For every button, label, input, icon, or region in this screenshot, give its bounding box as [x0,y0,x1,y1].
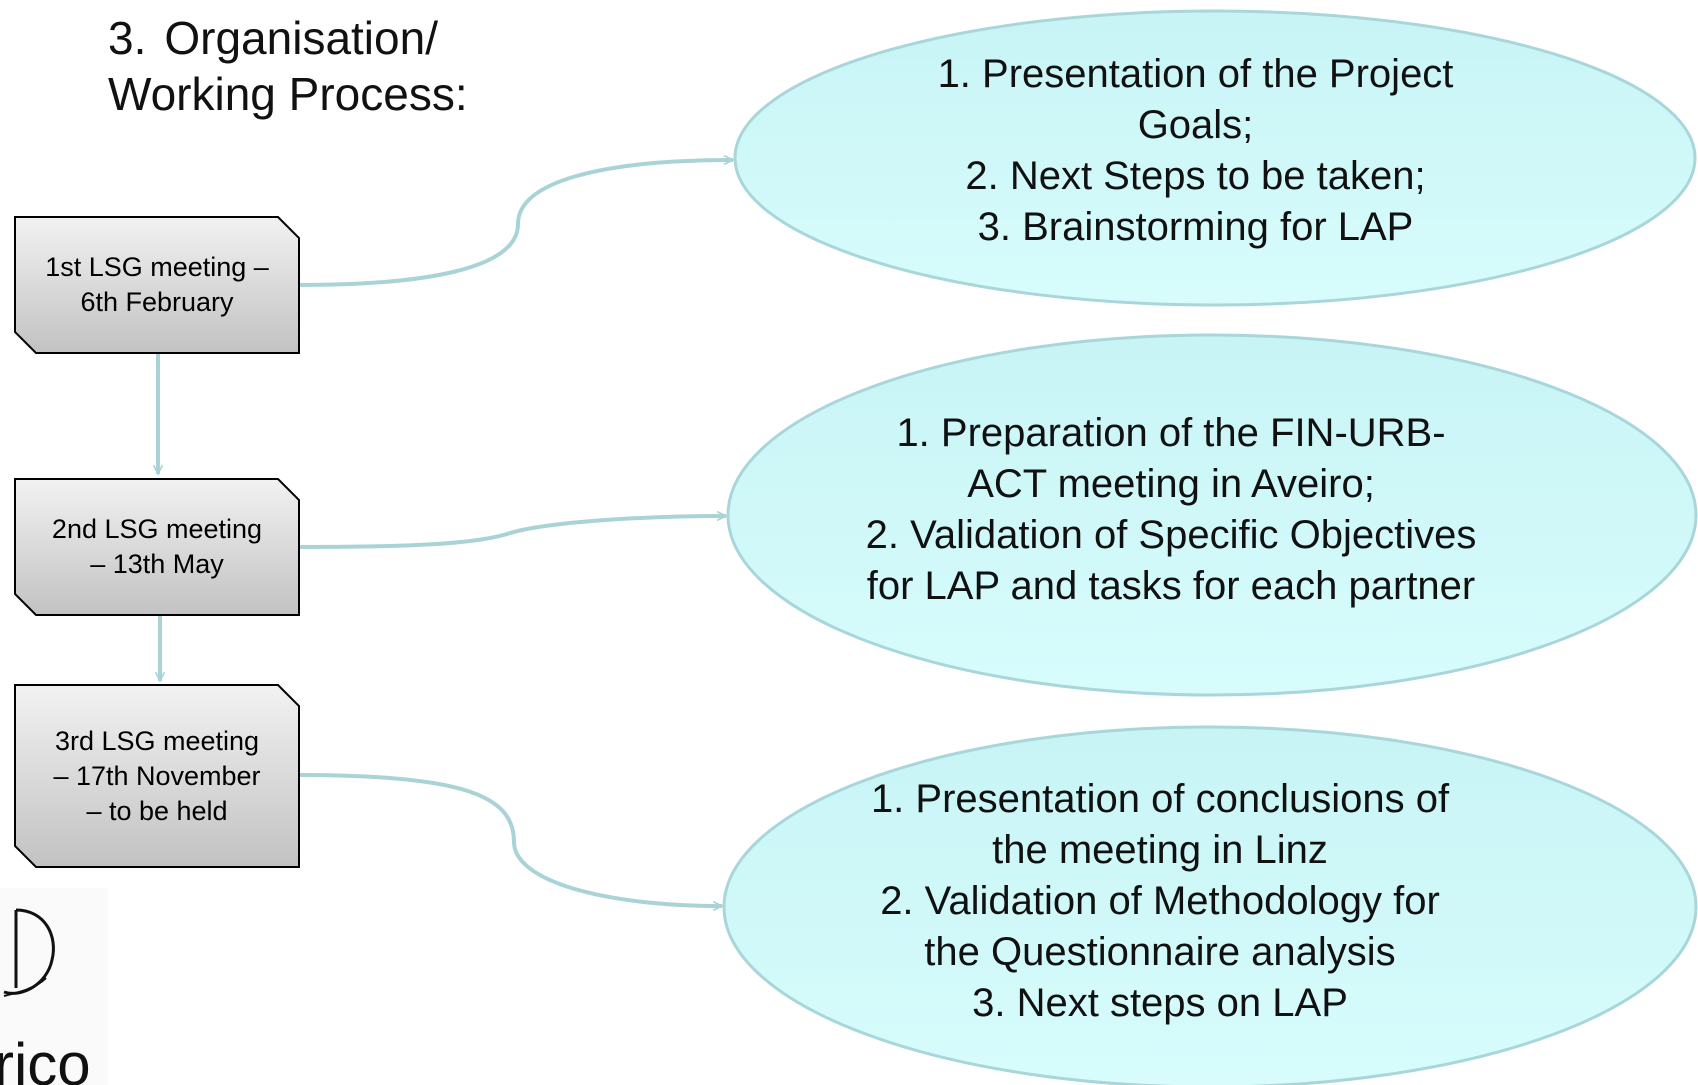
outcome-text-3: 1. Presentation of conclusions of the me… [871,774,1449,1029]
outcome-1-line-3: 2. Next Steps to be taken; [965,154,1426,198]
outcome-2-line-4: for LAP and tasks for each partner [866,564,1476,608]
meeting-label-1: 1st LSG meeting – 6th February [45,252,269,317]
ellipse-shape [722,725,1698,1085]
outcome-3-line-2: the meeting in Linz [992,828,1328,872]
heading-line-1: 3. Organisation/ [108,10,468,66]
outcome-2-line-1: 1. Preparation of the FIN-URB- [896,411,1446,455]
outcome-3-line-3: 2. Validation of Methodology for [880,879,1440,923]
heading-title-part-2: Working Process: [108,68,468,120]
outcome-ellipse-1: 1. Presentation of the Project Goals; 2.… [733,8,1698,308]
ellipse-shape [726,333,1698,697]
connector-meeting-3-to-outcome-3 [299,773,722,906]
heading-number: 3. [108,12,147,64]
connector-meeting-2-to-outcome-2 [299,516,726,549]
meeting-box-2: 2nd LSG meeting – 13th May [14,478,300,616]
outcome-text-2: 1. Preparation of the FIN-URB- ACT meeti… [866,408,1477,612]
outcome-3-line-1: 1. Presentation of conclusions of [870,777,1450,821]
meeting-label-3: 3rd LSG meeting – 17th November – to be … [53,725,261,826]
connector-meeting-1-to-outcome-1 [299,160,733,287]
ellipse-shape [733,9,1697,307]
outcome-1-line-2: Goals; [1137,103,1254,147]
outcome-3-line-5: 3. Next steps on LAP [972,981,1348,1025]
outcome-3-line-4: the Questionnaire analysis [924,930,1396,974]
outcome-2-line-2: ACT meeting in Aveiro; [967,462,1375,506]
outcome-2-line-3: 2. Validation of Specific Objectives [865,513,1477,557]
heading-title-part-1: Organisation/ [164,12,438,64]
box-shape [14,216,300,354]
meeting-box-1: 1st LSG meeting – 6th February [14,216,300,354]
outcome-text-1: 1. Presentation of the Project Goals; 2.… [938,49,1454,253]
partner-logo: rico [0,888,108,1085]
box-shape [14,684,300,868]
outcome-1-line-1: 1. Presentation of the Project [937,52,1454,96]
meeting-label-2: 2nd LSG meeting – 13th May [51,514,263,579]
logo-background [0,888,108,1085]
logo-swash [3,977,47,997]
box-shape [14,478,300,616]
outcome-1-line-4: 3. Brainstorming for LAP [977,205,1414,249]
logo-text: rico [0,1031,91,1085]
outcome-ellipse-3: 1. Presentation of conclusions of the me… [722,724,1698,1085]
outcome-ellipse-2: 1. Preparation of the FIN-URB- ACT meeti… [726,332,1698,698]
meeting-box-3: 3rd LSG meeting – 17th November – to be … [14,684,300,868]
section-heading: 3. Organisation/ Working Process: [108,10,468,122]
